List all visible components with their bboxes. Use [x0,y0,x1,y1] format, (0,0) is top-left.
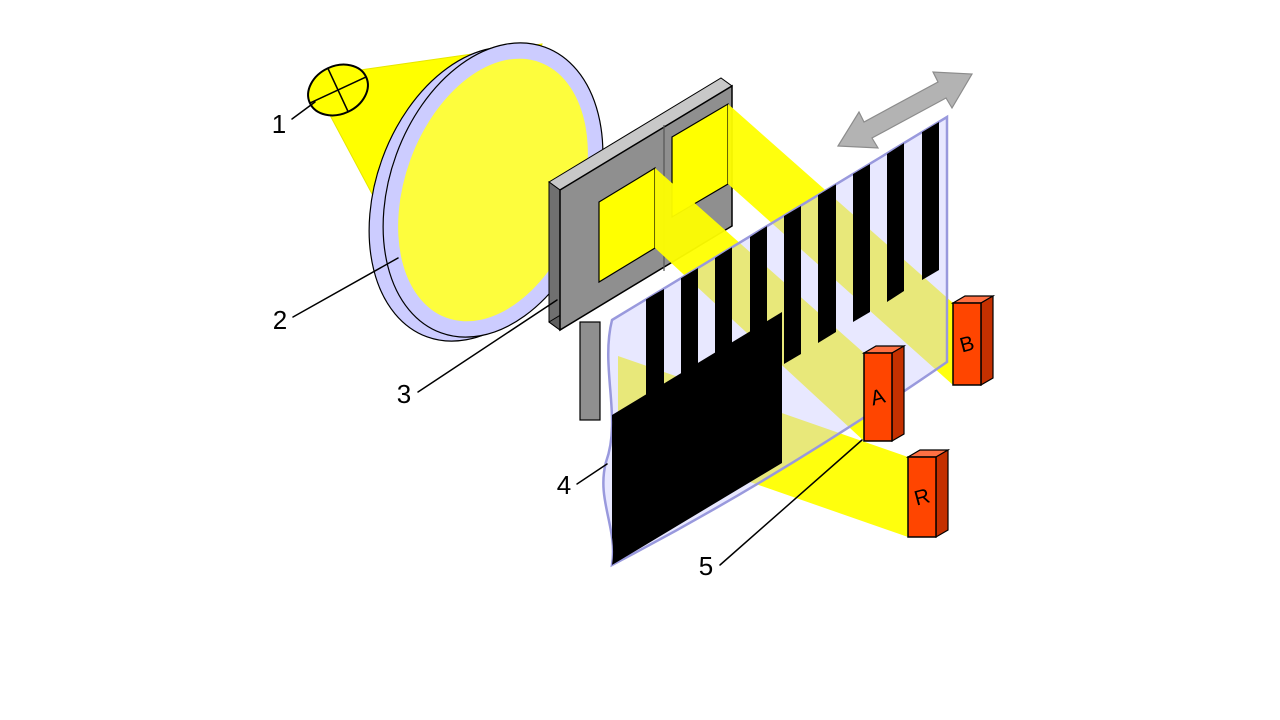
label-lamp: 1 [272,109,286,139]
leader-line-5 [719,439,863,566]
leader-line-2 [292,257,399,318]
detector-r-label: R [912,484,933,510]
scale-stripe [853,164,870,322]
scale-stripe [750,226,767,385]
scale-stripe [784,206,801,364]
scale-stripe [681,268,698,426]
mask-left-face [548,181,561,331]
scale-stripe [818,184,836,343]
leader-line-1 [291,101,316,120]
detector-a: A [861,344,907,443]
detector-b-label: B [957,332,976,358]
code-scale [602,114,949,568]
detector-r-side [935,448,949,539]
detector-a-side [891,344,905,443]
scale-stripe [922,122,939,280]
detector-b-front [952,302,982,386]
label-detectors: 5 [699,551,713,581]
detector-a-label: A [868,385,887,411]
scale-stripe [715,247,732,406]
motion-arrow-icon [836,71,974,149]
lens [368,42,604,342]
label-lens: 2 [273,305,287,335]
detector-b-side [980,294,994,387]
beam-b [728,104,953,385]
lens-light-area [398,58,588,322]
double-arrow-shape [836,71,974,149]
lamp-icon [307,63,369,117]
reference-track-block [612,312,782,565]
leader-line-3 [417,299,558,393]
mask-holder [579,321,601,421]
callouts: 1 2 3 4 5 [272,101,863,581]
scale-pattern [612,122,939,565]
detector-b: B [950,294,996,387]
label-scale: 4 [557,470,571,500]
leader-line-4 [576,463,608,485]
lamp-cross-vertical [327,67,349,113]
detector-r: R [905,448,951,539]
mask [548,77,733,421]
detector-a-front [863,352,893,442]
detector-r-front [907,456,937,538]
scale-stripe [646,289,664,447]
scale-stripe [887,143,904,302]
label-mask: 3 [397,379,411,409]
